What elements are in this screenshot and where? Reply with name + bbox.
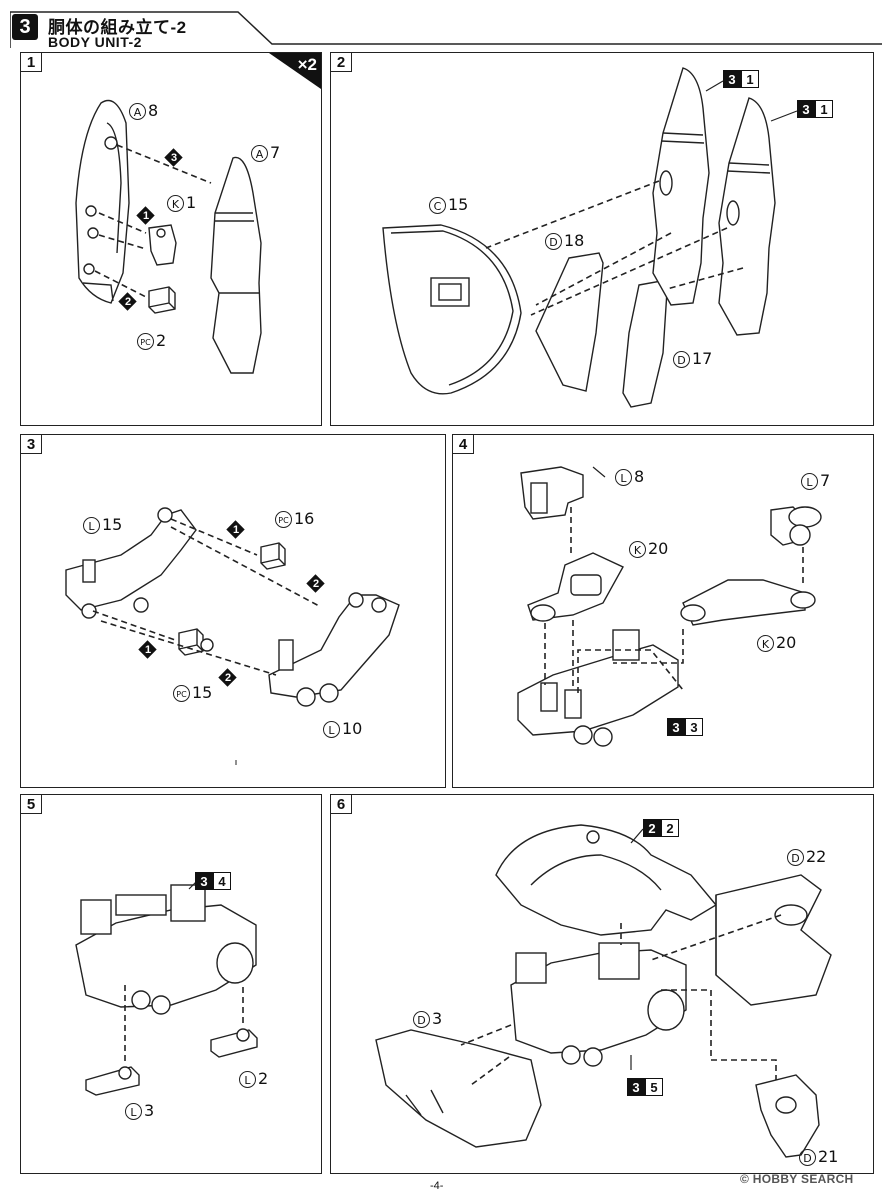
part-a8-shell — [75, 99, 130, 304]
part-base — [517, 644, 679, 736]
watermark-text: © HOBBY SEARCH — [740, 1172, 854, 1186]
part-pc2 — [148, 286, 176, 314]
panel-5-illustration — [75, 878, 258, 1096]
panel-number: 2 — [330, 52, 352, 72]
part-l10-frame — [268, 594, 400, 698]
panel-4-illustration — [517, 466, 822, 747]
panel-3-illustration — [65, 507, 400, 765]
part-d22 — [715, 874, 832, 1006]
part-c15-shield — [382, 224, 522, 395]
multiplier-badge: ×2 — [261, 53, 321, 89]
panel-number: 6 — [330, 794, 352, 814]
part-l8 — [520, 466, 584, 520]
section-number: 3 — [12, 14, 38, 40]
page-header: 3 胴体の組み立て-2 BODY UNIT-2 — [10, 10, 882, 50]
panel-6-illustration — [375, 824, 832, 1158]
part-d3 — [375, 1029, 542, 1148]
page-number: -4- — [430, 1180, 444, 1192]
step-marker: 1 — [226, 520, 245, 539]
panel-1-illustration — [75, 99, 262, 374]
section-title-en: BODY UNIT-2 — [48, 34, 142, 50]
step-marker: 3 — [164, 148, 183, 167]
multiplier-text: ×2 — [297, 55, 317, 74]
part-pc16 — [260, 542, 286, 570]
part-k1 — [148, 224, 177, 266]
part-d18 — [535, 252, 604, 392]
part-wing-right — [718, 97, 776, 336]
section-title-jp: 胴体の組み立て-2 — [48, 18, 187, 37]
part-d17 — [622, 280, 668, 408]
panel-number: 3 — [20, 434, 42, 454]
panel-number: 1 — [20, 52, 42, 72]
panel-number: 4 — [452, 434, 474, 454]
panel-2-illustration — [382, 67, 798, 408]
step-marker: 2 — [218, 668, 237, 687]
part-l15-frame — [65, 509, 197, 611]
step-marker: 2 — [306, 574, 325, 593]
part-l2 — [210, 1029, 258, 1058]
part-top-cover — [495, 824, 718, 936]
step-marker: 2 — [118, 292, 137, 311]
part-k20-b — [682, 579, 806, 626]
panel-number: 5 — [20, 794, 42, 814]
part-d21 — [755, 1074, 820, 1158]
header-frame — [10, 11, 882, 48]
step-marker: 1 — [136, 206, 155, 225]
part-wing-left — [652, 67, 710, 306]
part-a7-shell — [210, 156, 262, 374]
step-marker: 1 — [138, 640, 157, 659]
part-body-assembly — [510, 949, 687, 1054]
